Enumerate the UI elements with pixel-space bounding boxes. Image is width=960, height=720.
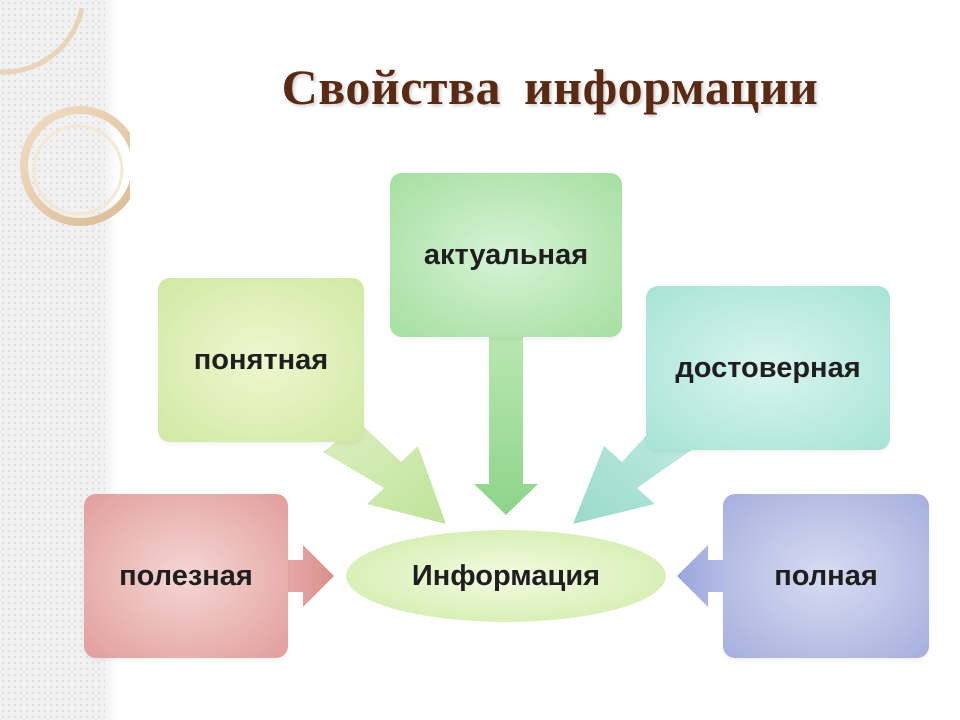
property-box-ponyatnaya: понятная [158, 278, 364, 442]
property-box-polnaya: полная [723, 494, 929, 658]
center-node-information: Информация [346, 530, 666, 622]
property-label: понятная [193, 343, 329, 376]
property-label: полезная [119, 559, 253, 592]
arrow-poleznaya [288, 545, 334, 607]
page-title: Свойства информации [281, 59, 819, 115]
property-label: полная [774, 559, 878, 592]
arrow-ponyatnaya [323, 423, 446, 524]
decorative-ring-middle [20, 106, 130, 226]
property-box-poleznaya: полезная [84, 494, 288, 658]
decorative-ring-top [0, 7, 85, 75]
property-box-aktualnaya: актуальная [390, 173, 622, 337]
decorative-ring-inner [32, 124, 124, 216]
property-label: актуальная [423, 238, 589, 271]
decorative-rings [0, 7, 130, 226]
arrow-polnaya [677, 545, 723, 607]
center-label: Информация [411, 559, 601, 592]
property-box-dostovernaya: достоверная [646, 286, 890, 450]
property-label: достоверная [675, 351, 861, 384]
arrow-aktualnaya [474, 337, 538, 515]
